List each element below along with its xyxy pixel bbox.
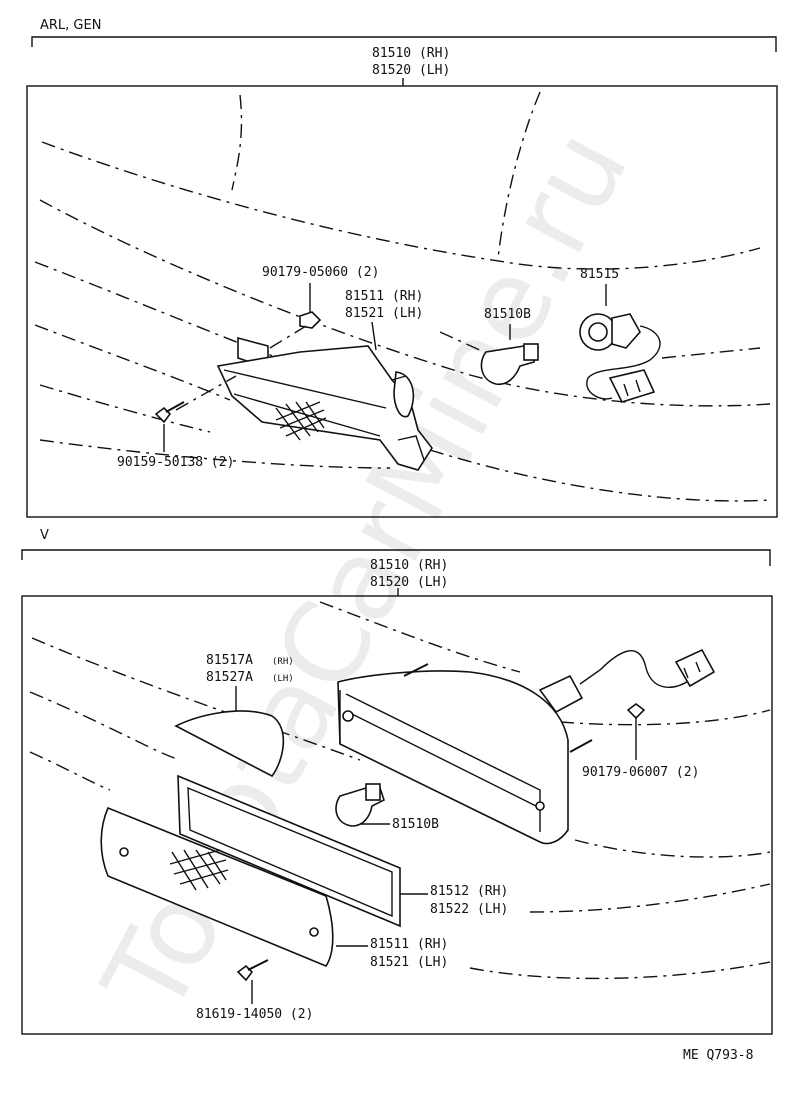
- assembly-dash: [175, 375, 237, 411]
- reflector-rh-suffix: (RH): [272, 657, 294, 667]
- housing-rh-label: 81511 (RH): [345, 289, 423, 304]
- housing-lh-label: 81521 (LH): [345, 306, 423, 321]
- screw-part: [236, 959, 269, 982]
- bulb-part: [480, 343, 540, 386]
- body-line: [319, 601, 521, 673]
- body-line: [497, 91, 541, 259]
- reflector-lh-suffix: (LH): [272, 674, 294, 684]
- gasket-lh-label: 81522 (LH): [430, 902, 508, 917]
- assembly-bracket: [31, 36, 777, 52]
- assembly-rh-label: 81510 (RH): [370, 558, 448, 573]
- clip-nut-label: 90179-05060 (2): [262, 265, 379, 280]
- bulb-label: 81510B: [484, 307, 531, 322]
- housing-part: [216, 336, 433, 471]
- reference-code: ME Q793-8: [683, 1048, 753, 1063]
- body-line: [31, 637, 361, 761]
- assembly-lh-label: 81520 (LH): [372, 63, 450, 78]
- socket-label: 81515: [580, 267, 619, 282]
- body-line: [574, 839, 771, 858]
- gasket-part: [177, 774, 401, 928]
- reflector-rh-label: 81517A: [206, 653, 253, 668]
- section-label: ARL, GEN: [40, 18, 101, 33]
- section-frame: [26, 85, 778, 518]
- socket-part: [579, 313, 661, 403]
- screw-label: 90159-50138 (2): [117, 455, 234, 470]
- nut-label: 90179-06007 (2): [582, 765, 699, 780]
- leader-line: [371, 321, 377, 351]
- body-line: [231, 94, 243, 191]
- assembly-lh-label: 81520 (LH): [370, 575, 448, 590]
- section-label: V: [40, 528, 49, 543]
- screw-part: [154, 401, 185, 424]
- lens-lh-label: 81521 (LH): [370, 955, 448, 970]
- body-line: [39, 199, 771, 407]
- body-line: [34, 261, 341, 381]
- housing-part: [337, 648, 716, 845]
- assembly-rh-label: 81510 (RH): [372, 46, 450, 61]
- section-arl-gen: ARL, GEN 81510 (RH) 81520 (LH) 90179-050…: [26, 18, 778, 518]
- section-frame: [21, 595, 773, 1035]
- body-line: [39, 439, 391, 469]
- section-v: V 81510 (RH) 81520 (LH) 81517A (RH) 8152…: [21, 528, 773, 1035]
- lens-part: [100, 806, 334, 967]
- nut-part: [626, 703, 646, 720]
- body-line: [559, 709, 771, 726]
- assembly-dash: [661, 347, 761, 359]
- gasket-rh-label: 81512 (RH): [430, 884, 508, 899]
- body-line: [34, 324, 231, 401]
- lens-rh-label: 81511 (RH): [370, 937, 448, 952]
- body-line: [41, 141, 761, 270]
- clip-nut-part: [299, 300, 322, 329]
- lens-mesh: [275, 401, 327, 441]
- body-line: [29, 691, 181, 761]
- reflector-part: [174, 710, 285, 778]
- lens-mesh: [169, 849, 229, 891]
- reflector-lh-label: 81527A: [206, 670, 253, 685]
- assembly-dash: [269, 325, 307, 349]
- bulb-label: 81510B: [392, 817, 439, 832]
- assembly-dash: [439, 331, 485, 353]
- screw-label: 81619-14050 (2): [196, 1007, 313, 1022]
- assembly-bracket: [21, 549, 771, 566]
- bulb-part: [335, 783, 385, 827]
- body-line: [39, 384, 211, 433]
- body-line: [529, 883, 771, 913]
- body-line: [29, 751, 111, 791]
- body-line: [469, 961, 771, 980]
